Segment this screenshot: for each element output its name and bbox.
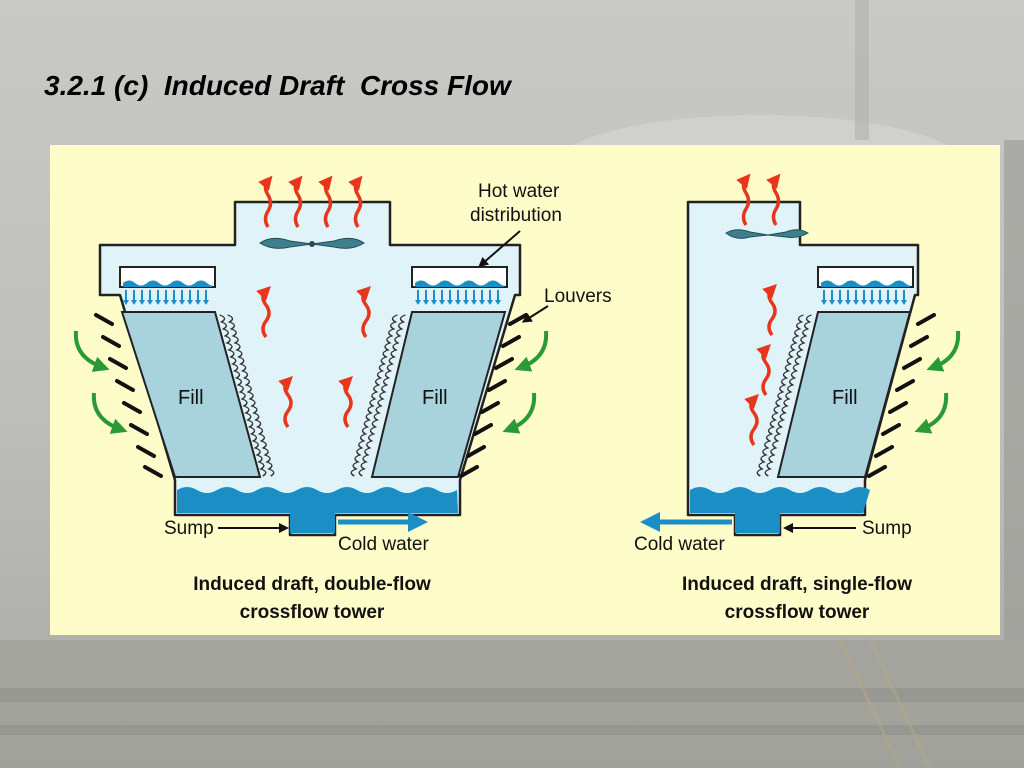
sump-label-right: Sump — [862, 518, 912, 539]
cold-water-basin-single — [690, 487, 870, 533]
caption-double-flow-line1: Induced draft, double-flow — [193, 574, 431, 595]
fill-label-right: Fill — [422, 387, 448, 409]
louvers-leader — [521, 305, 549, 323]
water-spray-right — [415, 290, 501, 305]
caption-single-flow-line1: Induced draft, single-flow — [682, 574, 912, 595]
louvers-label: Louvers — [544, 286, 612, 307]
drift-eliminator-single — [756, 314, 812, 477]
fill-label-single: Fill — [832, 387, 858, 409]
fill-media-right — [370, 311, 507, 478]
hot-water-label-line2: distribution — [470, 205, 562, 226]
cold-water-label-left: Cold water — [338, 534, 429, 555]
inlet-air-arrows-left — [73, 330, 128, 434]
hot-water-leader — [478, 230, 521, 268]
hot-air-arrows-single — [736, 173, 781, 447]
inlet-air-arrows-single — [914, 330, 961, 434]
fill-media-single — [776, 311, 912, 478]
drift-eliminator-left — [219, 314, 275, 477]
cold-water-label-right: Cold water — [634, 534, 725, 555]
fill-label-left: Fill — [178, 387, 204, 409]
inlet-air-arrows-right — [502, 330, 549, 434]
single-flow-tower: Fill Sump Cold water Induced draft, sing… — [634, 173, 961, 623]
water-spray-single — [821, 290, 907, 305]
cooling-tower-figure: Fill Fill Hot water distribution Louvers… — [50, 145, 1000, 635]
louvers-left — [94, 313, 163, 478]
slide-title: 3.2.1 (c) Induced Draft Cross Flow — [44, 70, 511, 101]
louvers-single — [867, 313, 936, 478]
caption-single-flow-line2: crossflow tower — [725, 602, 870, 623]
fill-media-left — [120, 311, 262, 478]
water-spray-left — [123, 290, 209, 305]
caption-double-flow-line2: crossflow tower — [240, 602, 385, 623]
louvers-right — [459, 313, 528, 478]
hot-air-arrows-double — [256, 175, 371, 429]
drift-eliminator-right — [350, 314, 406, 477]
double-flow-tower: Fill Fill Hot water distribution Louvers… — [73, 175, 612, 623]
hot-water-label-line1: Hot water — [478, 181, 560, 202]
cold-water-basin — [177, 487, 458, 533]
fan-icon — [725, 229, 809, 239]
fan-icon — [259, 237, 365, 249]
sump-label-left: Sump — [164, 518, 214, 539]
